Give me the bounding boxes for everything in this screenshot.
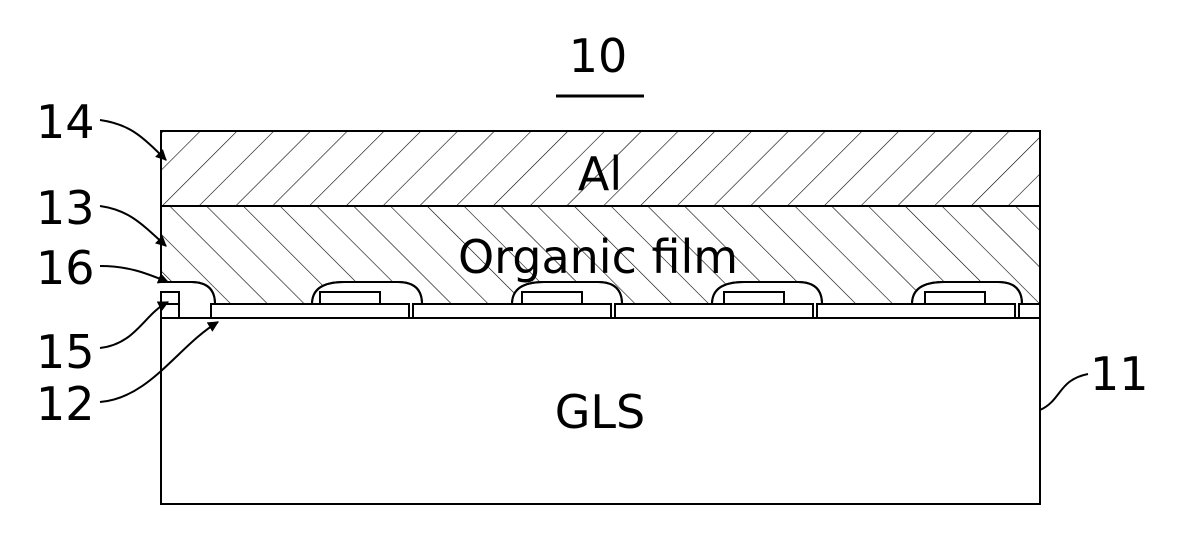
leader-11-line <box>1040 374 1088 410</box>
ref-14-label: 14 <box>36 95 95 149</box>
ref-15-label: 15 <box>36 325 95 379</box>
leader-16-arrow <box>100 266 168 282</box>
electrode-layer <box>161 304 1040 318</box>
leader-13-arrow <box>100 206 166 246</box>
leader-15-arrow <box>100 302 168 348</box>
al-layer-label: Al <box>578 147 622 201</box>
ref-11-label: 11 <box>1090 347 1149 401</box>
ref-16-label: 16 <box>36 241 95 295</box>
leader-14-arrow <box>100 120 166 160</box>
figure-number: 10 <box>569 29 628 83</box>
substrate-label: GLS <box>555 385 645 439</box>
organic-film-label: Organic film <box>458 230 738 284</box>
ref-12-label: 12 <box>36 377 95 431</box>
ref-13-label: 13 <box>36 181 95 235</box>
